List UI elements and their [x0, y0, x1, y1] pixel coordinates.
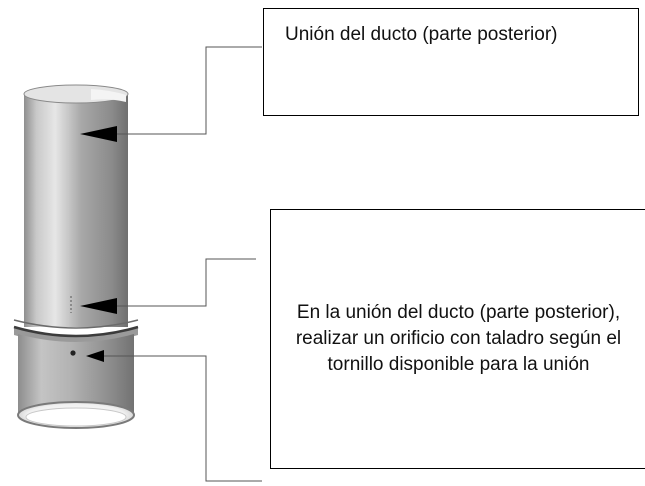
drill-hole-marks: [70, 296, 76, 356]
callout-duct-joint: Unión del ducto (parte posterior): [263, 8, 639, 116]
callout-drill-instruction-text: En la unión del ducto (parte posterior),…: [295, 302, 622, 375]
callout-duct-joint-text: Unión del ducto (parte posterior): [285, 24, 558, 45]
arrow-head-top: [80, 126, 117, 142]
callout-drill-instruction: En la unión del ducto (parte posterior),…: [270, 209, 645, 469]
leader-lines: [91, 46, 262, 482]
leader-line-bottom: [91, 355, 262, 482]
arrowheads: [80, 126, 117, 362]
arrow-head-bottom: [86, 350, 104, 362]
drill-hole: [70, 350, 76, 356]
leader-line-middle: [116, 258, 256, 307]
arrow-head-middle: [80, 298, 117, 314]
leader-line-top: [116, 46, 262, 135]
upper-duct-section: [23, 84, 129, 327]
lower-duct-section: [17, 334, 135, 429]
